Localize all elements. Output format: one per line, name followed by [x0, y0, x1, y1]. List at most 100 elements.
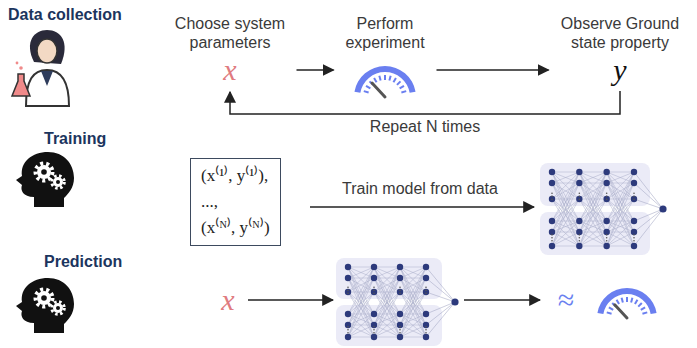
gauge-tick — [635, 300, 637, 304]
network-link — [552, 172, 579, 221]
ellipsis-dot — [425, 326, 427, 328]
network-link — [552, 246, 579, 247]
network-neuron — [397, 289, 403, 295]
ellipsis-dot — [579, 193, 581, 195]
step-column: Choose system parametersx — [168, 14, 293, 88]
ellipsis-dot — [633, 240, 635, 242]
network-link — [348, 278, 374, 337]
network-link — [552, 232, 579, 233]
ellipsis-dot — [551, 193, 553, 195]
network-neuron — [631, 243, 637, 249]
network-link — [374, 267, 400, 268]
network-neuron — [397, 334, 403, 340]
network-neuron — [423, 275, 429, 281]
network-link — [552, 172, 579, 221]
gauge-tick — [617, 300, 619, 304]
network-link — [607, 172, 634, 221]
network-link — [552, 183, 579, 246]
network-link — [552, 221, 579, 246]
network-neuron — [549, 196, 555, 202]
network-link — [374, 325, 400, 337]
ellipsis-dot — [425, 286, 427, 288]
network-link — [348, 292, 374, 293]
network-neuron — [423, 264, 429, 270]
variable-symbol: x — [221, 282, 234, 318]
network-link — [552, 199, 579, 232]
input-arrow — [248, 299, 333, 301]
network-neuron — [423, 311, 429, 317]
network-link — [348, 325, 374, 337]
network-link — [374, 314, 400, 337]
network-link — [634, 209, 663, 232]
ellipsis-dot — [373, 329, 375, 331]
step-heading: Perform experiment — [338, 14, 433, 52]
network-link — [552, 172, 579, 199]
network-neuron — [603, 229, 609, 235]
network-neuron — [397, 322, 403, 328]
ellipsis-dot — [551, 234, 553, 236]
network-link — [579, 172, 606, 173]
network-neuron — [345, 311, 351, 317]
variable-symbol: y — [553, 52, 688, 88]
gauge-needle — [615, 305, 627, 318]
network-link — [400, 267, 426, 292]
gauge-tick — [379, 76, 380, 81]
network-neuron — [576, 229, 582, 235]
network-link — [607, 199, 634, 232]
network-link — [579, 172, 606, 221]
network-neuron — [371, 264, 377, 270]
network-link — [607, 232, 634, 233]
ellipsis-dot — [347, 326, 349, 328]
gauge-icon — [597, 288, 656, 318]
network-neuron — [576, 169, 582, 175]
network-neuron — [631, 218, 637, 224]
network-link — [607, 172, 634, 232]
network-link — [607, 199, 634, 246]
network-link — [634, 199, 663, 209]
network-link — [348, 267, 374, 337]
network-link — [400, 292, 426, 325]
ellipsis-dot — [633, 196, 635, 198]
network-neuron — [576, 218, 582, 224]
network-link — [348, 292, 374, 325]
network-link — [552, 221, 579, 222]
section-label: Training — [44, 130, 106, 148]
network-link — [552, 172, 579, 232]
ellipsis-dot — [606, 193, 608, 195]
arrow-label: Train model from data — [342, 180, 498, 198]
network-neuron — [371, 275, 377, 281]
train-arrow — [310, 206, 534, 208]
network-link — [607, 172, 634, 173]
network-link — [348, 292, 374, 314]
network-link — [579, 199, 606, 232]
network-link — [400, 292, 426, 337]
ellipsis-dot — [373, 292, 375, 294]
flow-arrow — [297, 69, 334, 71]
network-link — [400, 292, 426, 314]
ellipsis-dot — [551, 196, 553, 198]
gauge-tick — [638, 303, 642, 307]
ellipsis-dot — [606, 234, 608, 236]
gauge-tick — [374, 78, 376, 82]
ellipsis-dot — [425, 329, 427, 331]
network-neuron — [345, 322, 351, 328]
network-link — [374, 292, 400, 337]
network-link — [400, 292, 426, 337]
ellipsis-dot — [425, 332, 427, 334]
ellipsis-dot — [399, 289, 401, 291]
neural-network — [336, 258, 459, 346]
network-link — [579, 172, 606, 199]
ellipsis-dot — [551, 199, 553, 201]
network-link — [552, 172, 579, 173]
scientist-icon — [12, 30, 69, 106]
network-neuron — [423, 322, 429, 328]
network-neuron — [345, 289, 351, 295]
network-link — [607, 183, 634, 246]
gauge-tick — [631, 298, 632, 303]
network-link — [634, 209, 663, 246]
network-link — [400, 325, 426, 337]
network-link — [374, 267, 400, 292]
gauge-tick — [607, 312, 612, 313]
